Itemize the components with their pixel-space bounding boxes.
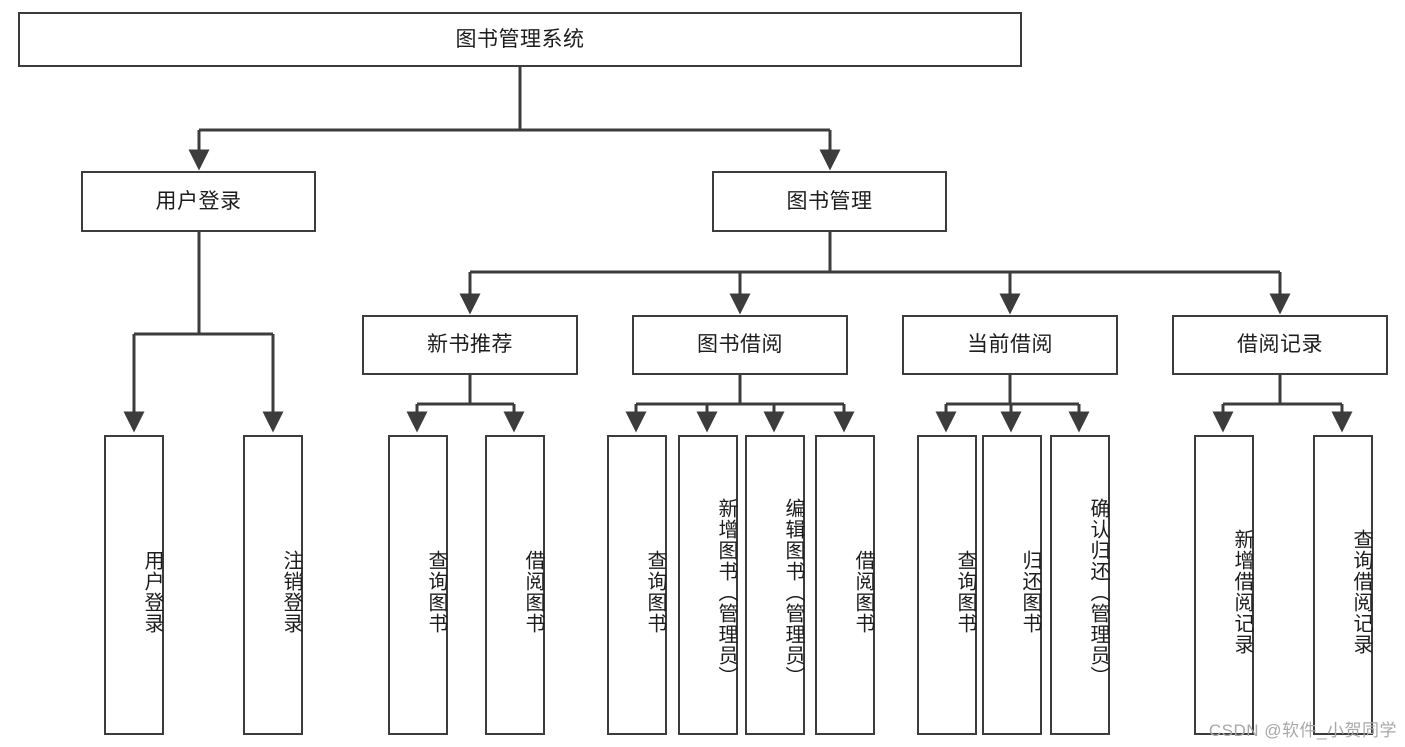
node-label: 用户登录 — [155, 189, 242, 213]
node-book-borrow[interactable]: 图书借阅 — [632, 315, 848, 375]
node-label: 图书管理系统 — [455, 27, 585, 51]
node-label: 归还图书 — [1019, 550, 1041, 634]
node-label: 用户登录 — [141, 550, 163, 634]
node-label: 借阅图书 — [852, 550, 874, 634]
node-label: 查询图书 — [644, 550, 666, 634]
node-label: 新增借阅记录 — [1231, 529, 1253, 655]
node-label: 注销登录 — [280, 550, 302, 634]
node-current-borrow[interactable]: 当前借阅 — [902, 315, 1118, 375]
leaf-edit-book-admin[interactable]: 编辑图书（管理员） — [745, 435, 805, 735]
node-label: 查询图书 — [954, 550, 976, 634]
node-book-management[interactable]: 图书管理 — [712, 171, 947, 232]
node-label: 借阅记录 — [1237, 333, 1323, 357]
node-label: 查询图书 — [425, 550, 447, 634]
leaf-query-book-current[interactable]: 查询图书 — [917, 435, 977, 735]
node-label: 图书管理 — [786, 189, 873, 213]
leaf-query-book-borrow[interactable]: 查询图书 — [607, 435, 667, 735]
leaf-query-book-recommend[interactable]: 查询图书 — [388, 435, 448, 735]
node-label: 当前借阅 — [967, 333, 1053, 357]
node-label: 查询借阅记录 — [1350, 529, 1372, 655]
node-root-system[interactable]: 图书管理系统 — [18, 12, 1022, 67]
leaf-user-login[interactable]: 用户登录 — [104, 435, 164, 735]
node-label: 确认归还（管理员） — [1087, 497, 1109, 687]
node-label: 借阅图书 — [522, 550, 544, 634]
node-borrow-record[interactable]: 借阅记录 — [1172, 315, 1388, 375]
node-label: 新增图书（管理员） — [715, 497, 737, 687]
node-label: 图书借阅 — [697, 333, 783, 357]
leaf-confirm-return-admin[interactable]: 确认归还（管理员） — [1050, 435, 1110, 735]
node-label: 编辑图书（管理员） — [782, 497, 804, 687]
leaf-query-borrow-record[interactable]: 查询借阅记录 — [1313, 435, 1373, 735]
node-user-login[interactable]: 用户登录 — [81, 171, 316, 232]
leaf-logout[interactable]: 注销登录 — [243, 435, 303, 735]
node-label: 新书推荐 — [427, 333, 513, 357]
leaf-borrow-book-recommend[interactable]: 借阅图书 — [485, 435, 545, 735]
leaf-return-book[interactable]: 归还图书 — [982, 435, 1042, 735]
node-new-book-recommend[interactable]: 新书推荐 — [362, 315, 578, 375]
leaf-add-borrow-record[interactable]: 新增借阅记录 — [1194, 435, 1254, 735]
leaf-add-book-admin[interactable]: 新增图书（管理员） — [678, 435, 738, 735]
leaf-borrow-book[interactable]: 借阅图书 — [815, 435, 875, 735]
watermark-text: CSDN @软件_小贺同学 — [1208, 721, 1397, 740]
